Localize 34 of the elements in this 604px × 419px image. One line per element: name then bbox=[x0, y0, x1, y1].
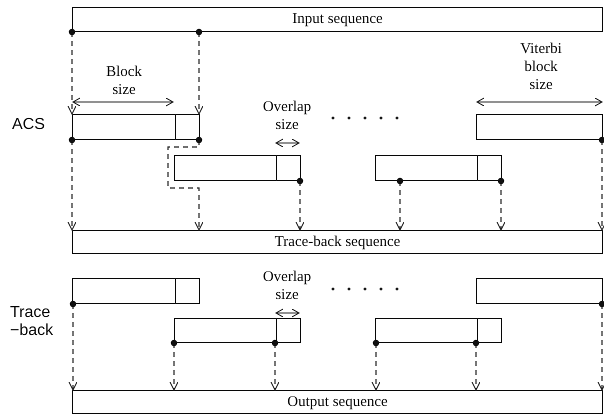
row-label: Trace −back bbox=[10, 304, 54, 340]
dashed-arrow bbox=[296, 178, 304, 230]
block-box bbox=[174, 318, 301, 343]
block-box bbox=[375, 318, 502, 343]
block-box bbox=[476, 278, 603, 304]
sequence-box bbox=[72, 230, 603, 254]
dashed-arrow bbox=[372, 340, 380, 390]
block-box bbox=[72, 114, 200, 140]
size-label: Viterbi block size bbox=[519, 40, 563, 94]
size-label: Overlap size bbox=[262, 98, 312, 134]
dashed-arrow bbox=[68, 28, 76, 114]
block-box bbox=[375, 155, 502, 181]
block-box bbox=[72, 278, 200, 304]
size-label: Block size bbox=[105, 63, 143, 99]
sequence-box bbox=[72, 390, 603, 414]
dashed-arrow bbox=[68, 136, 76, 230]
dashed-arrow bbox=[194, 28, 204, 114]
block-box bbox=[174, 155, 301, 181]
dashed-arrow bbox=[270, 340, 280, 390]
sequence-box bbox=[72, 7, 603, 32]
dashed-arrow bbox=[170, 340, 178, 390]
dashed-arrow bbox=[68, 300, 78, 390]
box-label: Input sequence bbox=[292, 12, 383, 27]
dashed-arrow bbox=[396, 178, 404, 230]
dashed-arrow bbox=[598, 136, 604, 230]
size-label: Overlap size bbox=[262, 268, 312, 304]
dashed-arrow bbox=[472, 340, 480, 390]
dashed-arrow bbox=[167, 136, 204, 230]
row-label: ACS bbox=[12, 116, 46, 134]
dashed-arrow bbox=[598, 300, 604, 390]
block-box bbox=[476, 114, 603, 140]
box-label: Output sequence bbox=[287, 394, 388, 410]
box-label: Trace-back sequence bbox=[274, 234, 400, 250]
dashed-arrow bbox=[496, 178, 506, 230]
